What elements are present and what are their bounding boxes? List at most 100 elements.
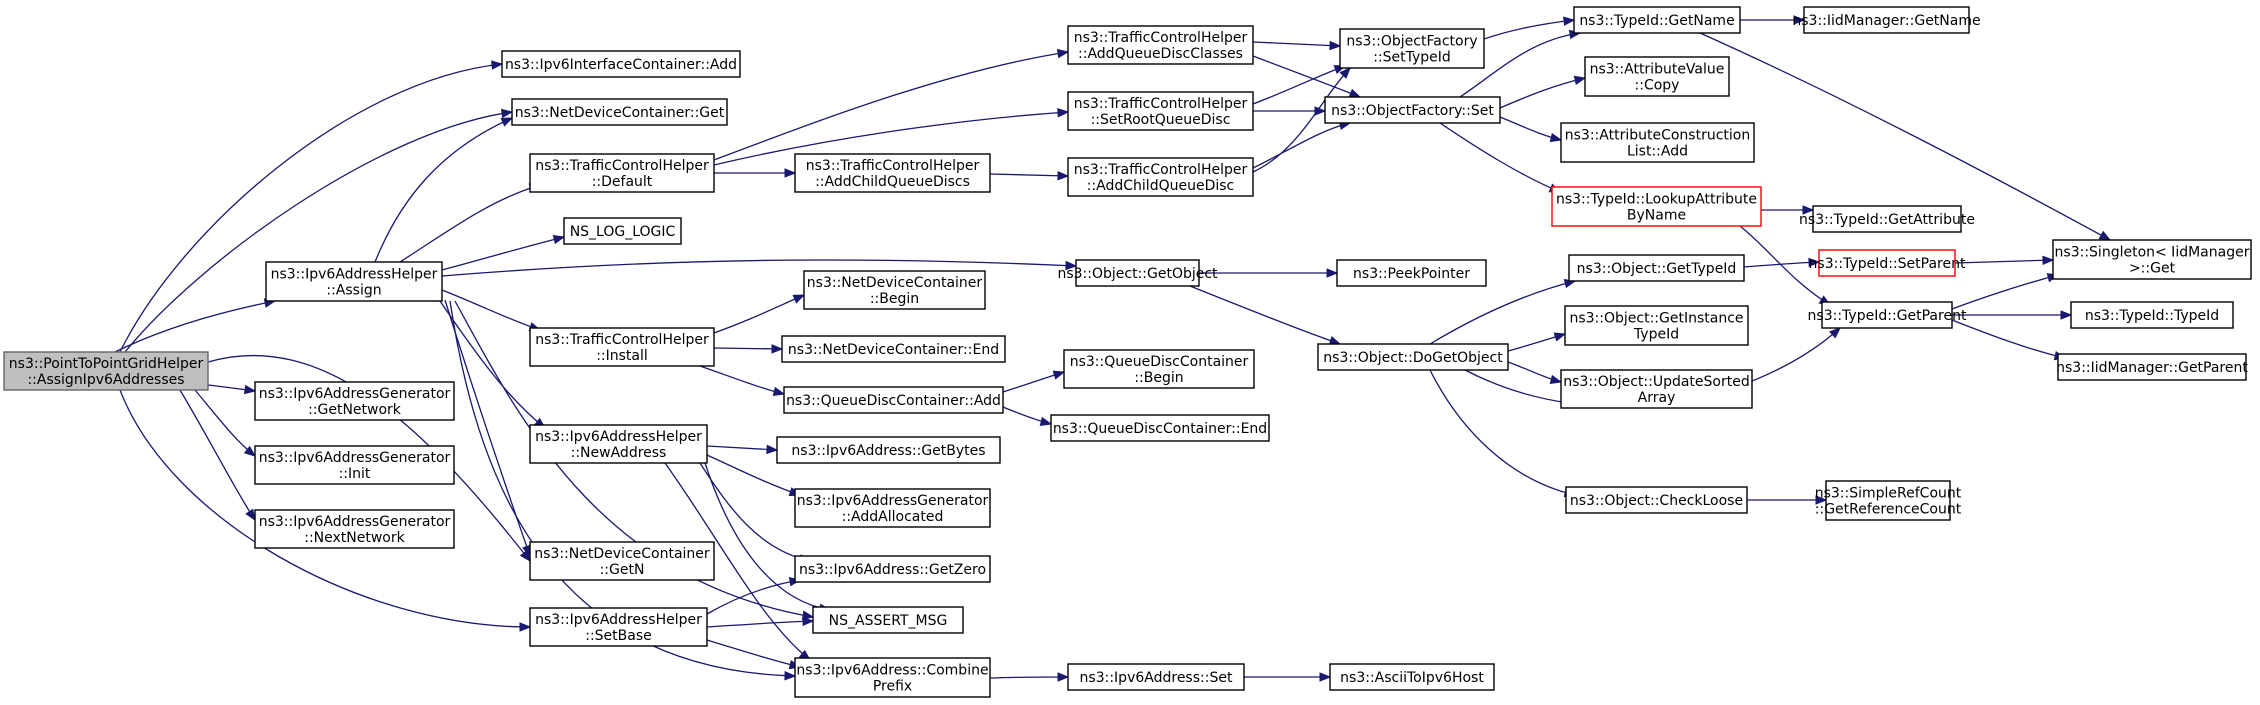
edge-line — [704, 462, 831, 611]
node-label-line: ns3::QueueDiscContainer — [1070, 354, 1249, 370]
node-qdc-add[interactable]: ns3::QueueDiscContainer::Add — [783, 386, 1004, 414]
arrowhead-icon — [245, 508, 256, 522]
node-iid-getparent[interactable]: ns3::IidManager::GetParent — [2056, 353, 2248, 381]
node-box — [783, 386, 1004, 414]
node-label-line: ::AddQueueDiscClasses — [1078, 46, 1243, 62]
node-peek[interactable]: ns3::PeekPointer — [1336, 259, 1487, 287]
node-label-line: ns3::Ipv6AddressGenerator — [797, 493, 989, 509]
node-assign[interactable]: ns3::Ipv6AddressHelper::Assign — [265, 261, 443, 302]
node-addr-set[interactable]: ns3::Ipv6Address::Set — [1067, 663, 1245, 691]
node-tid-setparent[interactable]: ns3::TypeId::SetParent — [1809, 249, 1966, 277]
node-obj-getobject[interactable]: ns3::Object::GetObject — [1057, 259, 1218, 287]
edge-assign-to-log_logic — [441, 234, 566, 271]
node-newaddress[interactable]: ns3::Ipv6AddressHelper::NewAddress — [529, 424, 708, 464]
node-obj-dogetobject[interactable]: ns3::Object::DoGetObject — [1317, 343, 1509, 371]
edge-assign-to-tch_default — [399, 183, 542, 263]
node-label-line: ns3::QueueDiscContainer::End — [1053, 421, 1267, 437]
node-box — [529, 607, 708, 647]
edge-tch_addchildqd-to-of_set — [1252, 120, 1352, 169]
node-label-line: ns3::IidManager::GetParent — [2056, 360, 2248, 376]
node-label-line: ns3::Singleton< IidManager — [2055, 245, 2250, 261]
edge-assign-to-assert_msg — [454, 300, 815, 620]
node-label-line: ns3::Ipv6Address::Combine — [796, 663, 988, 679]
edge-obj_checkloose-to-src_getrefcount — [1747, 495, 1828, 505]
node-src-getrefcount[interactable]: ns3::SimpleRefCount::GetReferenceCount — [1815, 480, 1962, 521]
node-tch-setroot[interactable]: ns3::TrafficControlHelper::SetRootQueueD… — [1067, 91, 1254, 131]
edge-tch_setroot-to-of_set — [1253, 106, 1327, 116]
node-obj-checkloose[interactable]: ns3::Object::CheckLoose — [1565, 486, 1748, 514]
node-ascii[interactable]: ns3::AsciiToIpv6Host — [1329, 663, 1495, 691]
node-setbase[interactable]: ns3::Ipv6AddressHelper::SetBase — [529, 607, 708, 647]
node-tid-typeid[interactable]: ns3::TypeId::TypeId — [2070, 301, 2234, 329]
node-label-line: ns3::TypeId::TypeId — [2085, 308, 2219, 324]
node-iid-getname[interactable]: ns3::IidManager::GetName — [1792, 6, 1981, 34]
node-gen-nextnetwork[interactable]: ns3::Ipv6AddressGenerator::NextNetwork — [254, 509, 455, 549]
node-label-line: ns3::NetDeviceContainer::Get — [515, 105, 725, 121]
edge-tch_install-to-ndc_begin — [713, 294, 806, 334]
node-box — [265, 261, 443, 302]
node-label-line: ns3::TrafficControlHelper — [1074, 96, 1248, 112]
node-ndc-get[interactable]: ns3::NetDeviceContainer::Get — [511, 98, 728, 126]
node-singleton[interactable]: ns3::Singleton< IidManager >::Get — [2052, 239, 2252, 280]
node-label-line: ns3::Object::DoGetObject — [1323, 350, 1503, 366]
node-addr-getbytes[interactable]: ns3::Ipv6Address::GetBytes — [776, 436, 1001, 464]
node-of-settypeid[interactable]: ns3::ObjectFactory::SetTypeId — [1339, 28, 1485, 69]
node-gen-getnetwork[interactable]: ns3::Ipv6AddressGenerator::GetNetwork — [254, 381, 455, 421]
node-tch-addqdc[interactable]: ns3::TrafficControlHelper::AddQueueDiscC… — [1067, 25, 1254, 65]
node-tch-default[interactable]: ns3::TrafficControlHelper::Default — [529, 153, 715, 193]
node-label-line: ns3::Ipv6AddressHelper — [535, 429, 702, 445]
edge-line — [699, 462, 811, 562]
node-log-logic[interactable]: NS_LOG_LOGIC — [563, 217, 682, 245]
edge-root-to-gen_getnetwork — [207, 384, 257, 395]
node-addr-getzero[interactable]: ns3::Ipv6Address::GetZero — [794, 555, 991, 583]
edge-line — [1499, 77, 1586, 109]
node-box — [803, 270, 986, 310]
node-tch-install[interactable]: ns3::TrafficControlHelper::Install — [529, 327, 715, 367]
node-gen-addallocated[interactable]: ns3::Ipv6AddressGenerator::AddAllocated — [794, 488, 991, 528]
node-ndc-begin[interactable]: ns3::NetDeviceContainer::Begin — [803, 270, 986, 310]
node-label-line: ns3::Object::GetTypeId — [1577, 261, 1737, 277]
node-label-line: ::Begin — [1134, 370, 1183, 386]
node-ndc-getn[interactable]: ns3::NetDeviceContainer::GetN — [529, 541, 715, 581]
node-label-line: ns3::PointToPointGridHelper — [9, 356, 204, 372]
node-qdc-begin[interactable]: ns3::QueueDiscContainer::Begin — [1063, 349, 1255, 389]
edge-line — [1954, 259, 2054, 264]
node-label-line: ns3::ObjectFactory — [1346, 34, 1477, 50]
node-box — [1565, 486, 1748, 514]
edge-obj_dogetobject-to-obj_getinstance — [1507, 332, 1567, 352]
node-label-line: ns3::Ipv6AddressGenerator — [259, 386, 451, 402]
node-obj-gettypeid[interactable]: ns3::Object::GetTypeId — [1568, 254, 1745, 282]
arrowhead-icon — [1065, 260, 1078, 271]
node-label-line: ::AddChildQueueDisc — [1087, 178, 1235, 194]
node-label-line: ns3::TrafficControlHelper — [1074, 30, 1248, 46]
node-tch-addchildqd[interactable]: ns3::TrafficControlHelper::AddChildQueue… — [1067, 157, 1254, 197]
arrowhead-icon — [243, 384, 257, 395]
node-box — [563, 217, 682, 245]
node-tid-getname[interactable]: ns3::TypeId::GetName — [1573, 6, 1741, 34]
edge-line — [699, 365, 785, 395]
node-ndc-end[interactable]: ns3::NetDeviceContainer::End — [781, 335, 1006, 363]
node-label-line: ns3::TrafficControlHelper — [806, 158, 980, 174]
node-qdc-end[interactable]: ns3::QueueDiscContainer::End — [1050, 414, 1270, 442]
arrowhead-icon — [1052, 370, 1066, 380]
node-tch-addchildqds[interactable]: ns3::TrafficControlHelper::AddChildQueue… — [794, 153, 991, 193]
node-tid-getparent[interactable]: ns3::TypeId::GetParent — [1808, 301, 1967, 329]
arrowhead-icon — [1319, 672, 1332, 682]
arrowhead-icon — [784, 670, 797, 681]
node-root[interactable]: ns3::PointToPointGridHelper::AssignIpv6A… — [3, 351, 209, 391]
node-gen-init[interactable]: ns3::Ipv6AddressGenerator::Init — [254, 445, 455, 485]
node-tid-getattribute[interactable]: ns3::TypeId::GetAttribute — [1799, 205, 1975, 233]
arrowhead-icon — [1314, 106, 1327, 116]
node-assert-msg[interactable]: NS_ASSERT_MSG — [812, 606, 964, 634]
node-attr-copy[interactable]: ns3::AttributeValue::Copy — [1584, 56, 1730, 97]
node-label-line: Prefix — [873, 679, 912, 695]
edge-tch_addqdc-to-of_settypeid — [1252, 40, 1342, 51]
node-of-set[interactable]: ns3::ObjectFactory::Set — [1324, 96, 1501, 124]
edge-line — [399, 184, 541, 263]
node-ifc-add[interactable]: ns3::Ipv6InterfaceContainer::Add — [501, 50, 741, 78]
